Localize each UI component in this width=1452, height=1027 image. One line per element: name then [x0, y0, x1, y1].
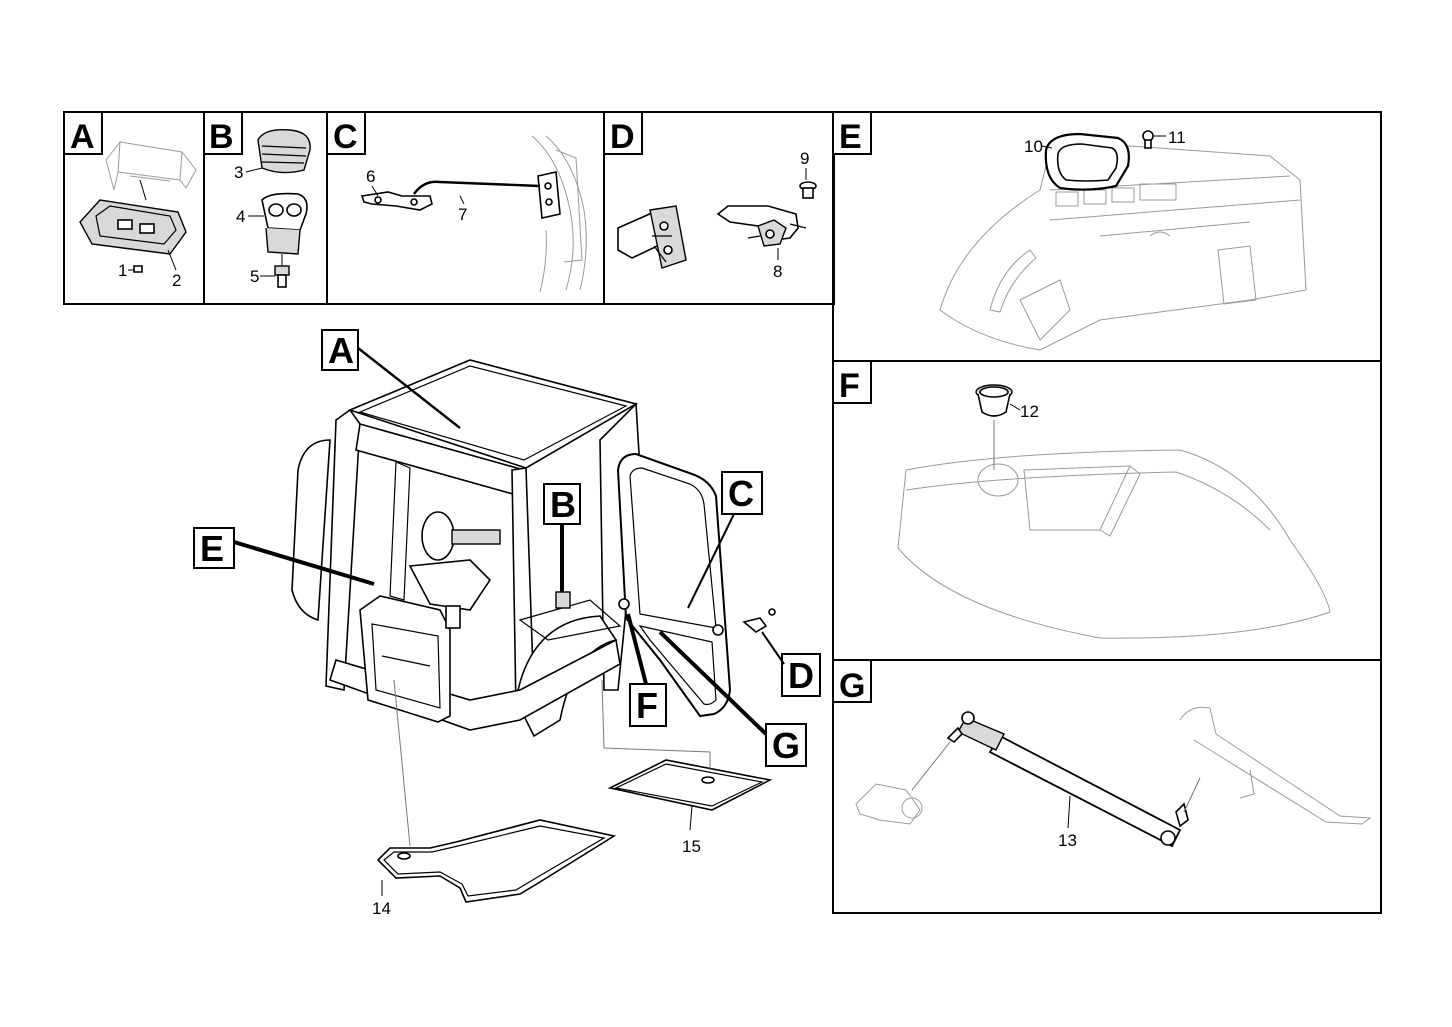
part-number-2: 2 — [172, 271, 181, 290]
dashboard-ghost — [939, 145, 1307, 351]
vent-bezel-10 — [1044, 132, 1130, 191]
panel-a: A 1 2 — [63, 111, 197, 290]
callout-a: A — [321, 329, 461, 429]
panel-label-d: D — [610, 118, 635, 156]
vent-grille — [257, 129, 311, 174]
panel-label-b: B — [209, 118, 234, 156]
callout-c: C — [687, 471, 763, 609]
part-number-15: 15 — [682, 837, 701, 856]
callout-d: D — [761, 631, 821, 697]
cup-holder-12 — [975, 384, 1013, 417]
bolt-5 — [274, 265, 290, 288]
svg-text:A: A — [328, 330, 354, 371]
panel-f: F 12 — [832, 360, 1331, 639]
svg-text:C: C — [728, 473, 754, 514]
part-number-8: 8 — [773, 262, 782, 281]
panel-d: D 8 9 — [603, 111, 817, 281]
part-number-5: 5 — [250, 267, 259, 286]
vent-housing — [261, 192, 308, 255]
part-number-9: 9 — [800, 149, 809, 168]
svg-text:G: G — [772, 725, 800, 766]
bracket-8 — [716, 205, 807, 247]
door-lock — [617, 205, 687, 269]
part-number-6: 6 — [366, 167, 375, 186]
panel-b: B 3 4 5 — [203, 111, 311, 288]
callout-g: G — [658, 630, 807, 767]
door-latch — [537, 171, 561, 219]
panel-g: G 13 — [832, 659, 1372, 850]
right-panels — [832, 111, 1382, 914]
callout-f: F — [626, 613, 667, 727]
svg-text:D: D — [788, 655, 814, 696]
svg-text:E: E — [200, 528, 224, 569]
part-number-4: 4 — [236, 207, 245, 226]
callout-e: E — [193, 527, 375, 586]
panel-e: E 10 11 — [832, 111, 1307, 351]
panel-c: C 6 7 — [326, 111, 587, 293]
screw-11 — [1142, 130, 1154, 149]
part-number-1: 1 — [118, 261, 127, 280]
panel-label-a: A — [70, 118, 95, 156]
part-number-13: 13 — [1058, 831, 1077, 850]
part-number-14: 14 — [372, 899, 391, 918]
part-number-7: 7 — [458, 205, 467, 224]
part-number-3: 3 — [234, 163, 243, 182]
part-number-11: 11 — [1168, 128, 1186, 147]
roof-light — [79, 179, 187, 255]
roof-light-housing — [105, 141, 197, 191]
panel-label-f: F — [839, 367, 860, 405]
door-frame-ghost — [531, 135, 587, 293]
bolt-9 — [799, 181, 817, 199]
floor-mat-14 — [376, 819, 617, 903]
panel-label-c: C — [333, 118, 358, 156]
svg-text:F: F — [636, 685, 658, 726]
svg-text:B: B — [550, 484, 576, 525]
part-number-12: 12 — [1020, 402, 1039, 421]
panel-label-g: G — [839, 667, 865, 705]
floor-mat-15 — [607, 759, 773, 811]
callout-b: B — [543, 483, 581, 592]
screw-1 — [128, 265, 143, 273]
mount-ghost — [855, 706, 1372, 825]
handle-6 — [360, 191, 433, 211]
cab-assembly — [291, 359, 776, 738]
panel-label-e: E — [839, 118, 862, 156]
gas-strut-13 — [911, 711, 1201, 848]
panel-cover-ghost — [897, 449, 1331, 639]
part-number-10: 10 — [1024, 137, 1043, 156]
cable-7 — [413, 180, 541, 195]
